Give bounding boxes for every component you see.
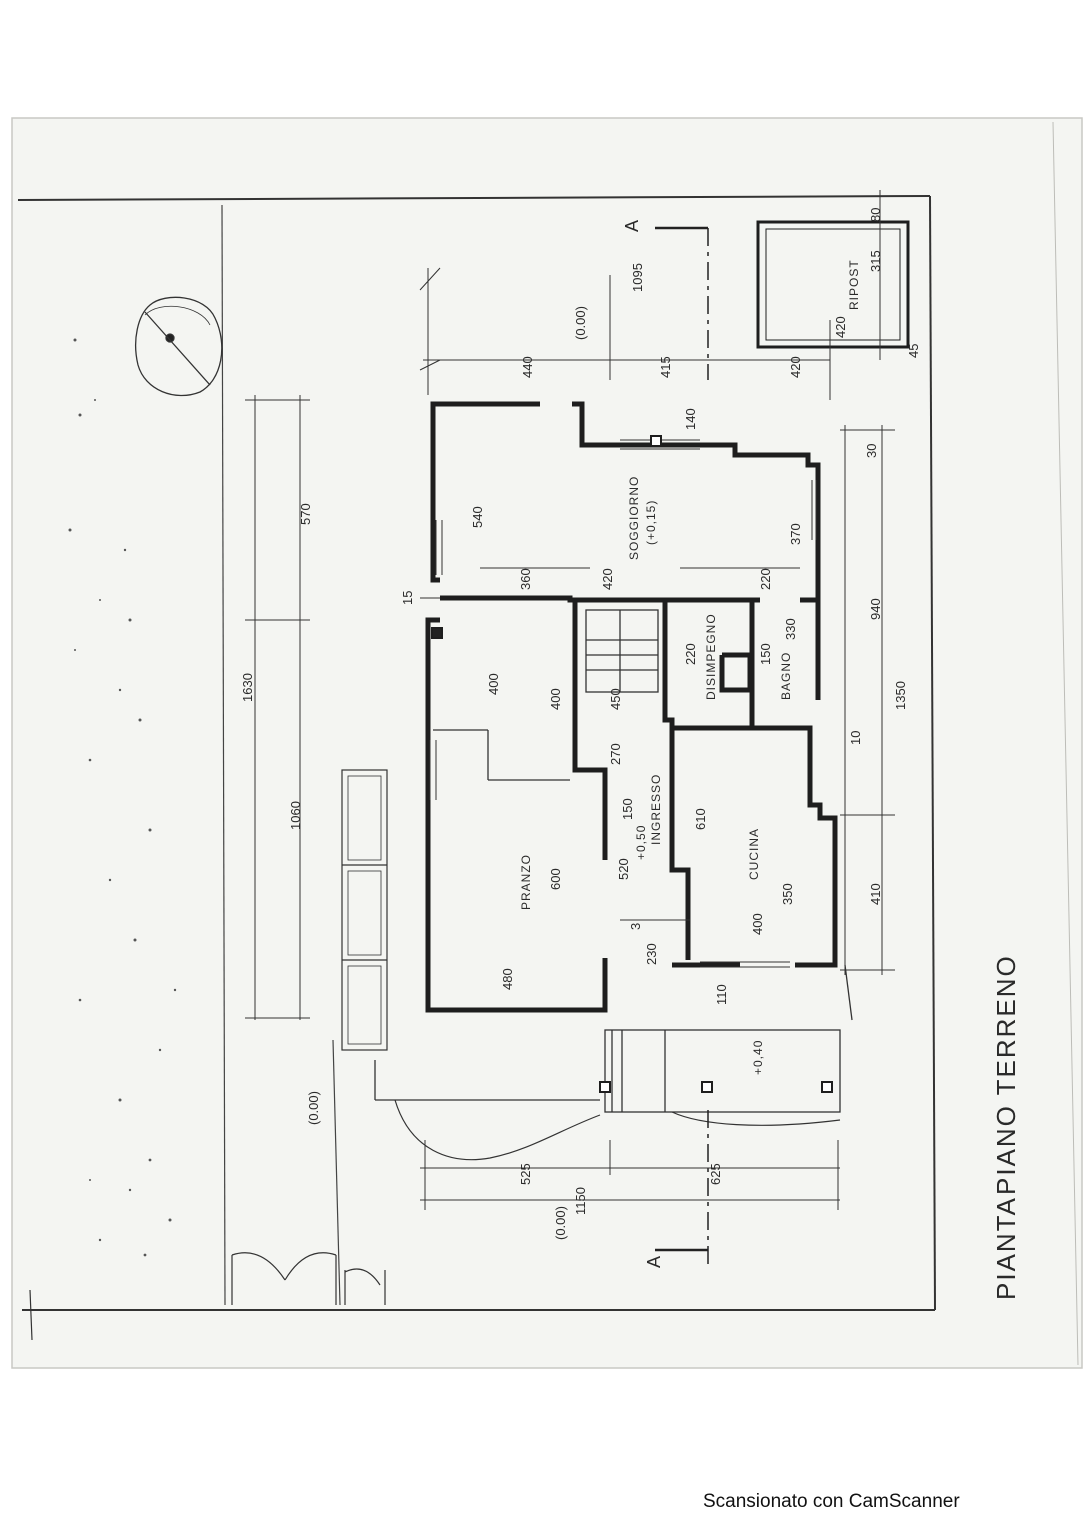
dim-140: 140 <box>683 408 698 430</box>
section-line <box>655 226 709 1265</box>
porch-columns <box>431 435 833 1093</box>
dim-15: 15 <box>400 591 415 605</box>
building-walls <box>425 401 838 1013</box>
dim-440: 440 <box>520 356 535 378</box>
dim-c220: 220 <box>683 643 698 665</box>
room-pranzo: PRANZO <box>519 854 533 910</box>
street-lines <box>221 204 341 1306</box>
dim-c150: 150 <box>758 643 773 665</box>
title-piano-terreno: PIANO TERRENO <box>991 954 1021 1195</box>
dim-p400b: 400 <box>548 688 563 710</box>
garden-gate <box>231 1252 386 1305</box>
paper-edge <box>11 117 1083 1369</box>
dim-total-width: 1095 <box>630 263 645 292</box>
room-soggiorno-level: (+0,15) <box>644 500 658 545</box>
dim-k400: 400 <box>750 913 765 935</box>
title-pianta: PIANTA <box>991 1196 1021 1300</box>
dim-p520: 520 <box>616 858 631 880</box>
room-ingresso: INGRESSO <box>649 774 663 845</box>
dim-370: 370 <box>788 523 803 545</box>
dim-s420: 420 <box>600 568 615 590</box>
dim-overall-1630: 1630 <box>240 673 255 702</box>
dim-360: 360 <box>518 568 533 590</box>
dim-30: 30 <box>864 444 879 458</box>
dim-ripost-420: 420 <box>833 316 848 338</box>
ripost-building <box>756 220 910 349</box>
dim-p150: 150 <box>620 798 635 820</box>
room-cucina: CUCINA <box>747 828 761 880</box>
dim-1150: 1150 <box>573 1187 588 1215</box>
dim-k110: 110 <box>714 984 729 1005</box>
dim-p270: 270 <box>608 743 623 765</box>
room-bagno: BAGNO <box>779 652 793 700</box>
dim-k610: 610 <box>693 808 708 830</box>
dim-940: 940 <box>868 598 883 620</box>
scanner-footer: Scansionato con CamScanner <box>703 1491 960 1512</box>
dim-p400: 400 <box>486 673 501 695</box>
dim-625: 625 <box>708 1163 723 1185</box>
dim-415: 415 <box>658 356 673 378</box>
dim-p600: 600 <box>548 868 563 890</box>
dim-220: 220 <box>758 568 773 590</box>
dimension-lines <box>245 190 895 1210</box>
room-portico-level: +0,40 <box>751 1040 765 1075</box>
room-ingresso-level: +0,50 <box>634 825 648 860</box>
dim-ripost-45: 45 <box>906 344 921 358</box>
dim-410: 410 <box>868 883 883 905</box>
tree-symbol <box>135 296 223 397</box>
planter-boxes <box>341 769 388 1051</box>
room-disimpegno: DISIMPEGNO <box>704 613 718 700</box>
paper-right-fold <box>1052 121 1079 1366</box>
level-top-left: (0.00) <box>573 306 588 340</box>
dim-1060: 1060 <box>288 801 303 830</box>
level-garden-left: (0.00) <box>306 1091 321 1125</box>
dim-p480: 480 <box>500 968 515 990</box>
garden-speckles <box>68 338 177 1257</box>
level-bottom-right: (0.00) <box>553 1206 568 1240</box>
dim-570: 570 <box>298 503 313 525</box>
dim-p450: 450 <box>608 688 623 710</box>
entrance-shrub <box>394 1099 841 1161</box>
section-marker-top: A <box>622 220 642 232</box>
paper-background <box>12 118 1082 1368</box>
dim-c330: 330 <box>783 618 798 640</box>
dim-ripost-315: 315 <box>868 250 883 272</box>
dim-k350: 350 <box>780 883 795 905</box>
interior-lines <box>374 439 853 1113</box>
dim-540: 540 <box>470 506 485 528</box>
drawing-frame <box>17 195 936 1341</box>
dim-ripost-80: 80 <box>868 208 883 222</box>
dim-525: 525 <box>518 1163 533 1185</box>
dim-1350: 1350 <box>893 681 908 710</box>
dim-k10: 10 <box>848 731 863 745</box>
dim-k3: 3 <box>628 923 643 930</box>
room-ripost: RIPOST <box>847 259 861 310</box>
dim-k230: 230 <box>644 943 659 965</box>
dim-420: 420 <box>788 356 803 378</box>
section-marker-bottom: A <box>644 1256 664 1268</box>
room-soggiorno: SOGGIORNO <box>627 476 641 560</box>
